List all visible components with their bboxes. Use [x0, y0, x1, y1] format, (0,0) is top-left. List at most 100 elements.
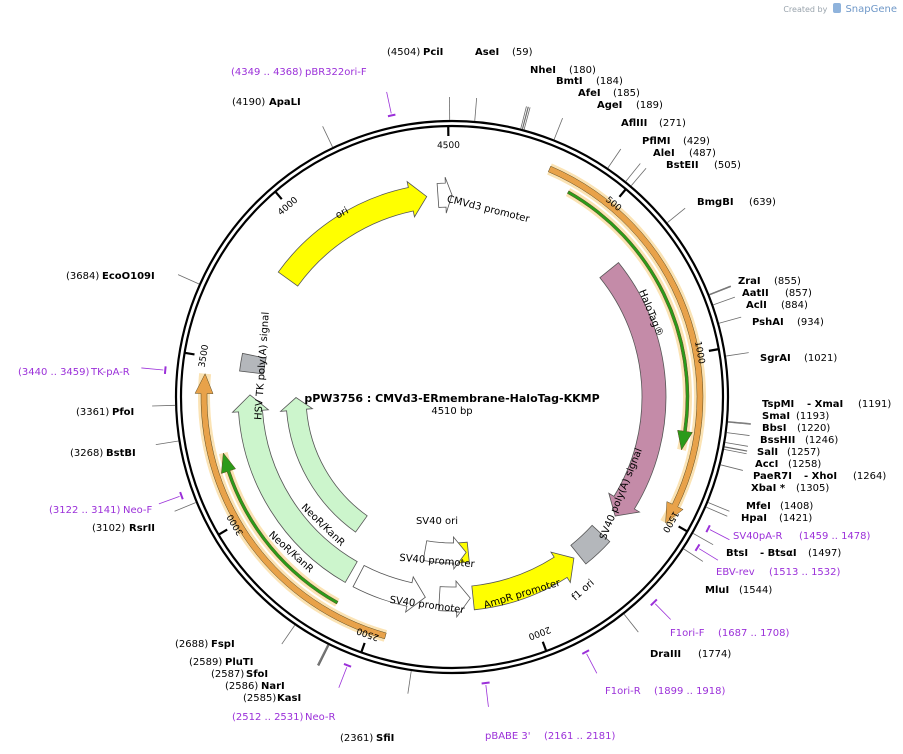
- primer-range-neo-r: (2512 .. 2531): [232, 712, 304, 723]
- enzyme-pos-rsrii: (3102): [92, 523, 125, 534]
- enzyme-name-mlui: MluI: [705, 585, 729, 596]
- enzyme-site-line-sgrai: [725, 352, 749, 357]
- enzyme-name-xmai: - XmaI: [807, 399, 843, 410]
- primer-range-f1ori-r: (1899 .. 1918): [654, 686, 726, 697]
- feature-label-sv40-ori: SV40 ori: [416, 516, 458, 527]
- enzyme-site-line-rsrii: [174, 502, 197, 512]
- feature-label-f1-ori: f1 ori: [570, 578, 597, 604]
- snapgene-name: SnapGene: [845, 4, 897, 15]
- enzyme-name-asei: AseI: [475, 47, 499, 58]
- enzyme-name-pluti: PluTI: [225, 657, 253, 668]
- feature-sv40-promoter-6: [352, 564, 426, 614]
- enzyme-pos-kasi: (2585): [243, 693, 276, 704]
- enzyme-name-draiii: DraIII: [650, 649, 681, 660]
- tick-mark-3500: [184, 351, 195, 356]
- snapgene-logo-icon: [832, 3, 841, 13]
- enzyme-pos-sfoi: (2587): [211, 669, 244, 680]
- enzyme-pos-asei: (59): [512, 47, 533, 58]
- enzyme-site-line-acci: [724, 446, 748, 452]
- enzyme-pos-fspi: (2688): [175, 639, 208, 650]
- feature-label-ori: ori: [334, 206, 351, 222]
- enzyme-name-bsteii: BstEII: [666, 160, 699, 171]
- enzyme-name-bmti: BmtI: [556, 76, 583, 87]
- tick-label-1000: 1000: [692, 340, 706, 365]
- enzyme-name-acci: AccI: [755, 459, 778, 470]
- enzyme-name-kasi: KasI: [277, 693, 301, 704]
- enzyme-site-line-nhei: [520, 106, 527, 129]
- enzyme-site-line-pfoi: [152, 404, 176, 407]
- enzyme-pos-nhei: (180): [569, 65, 596, 76]
- enzyme-site-line-afliii: [553, 117, 563, 140]
- enzyme-name-xbai: XbaI *: [751, 483, 786, 494]
- enzyme-pos-pfoi: (3361): [76, 407, 109, 418]
- enzyme-name-xhoi: - XhoI: [804, 471, 837, 482]
- enzyme-name-zrai: ZraI: [738, 276, 761, 287]
- enzyme-site-line-sfii: [407, 670, 412, 694]
- primer-name-pbr322ori-f: pBR322ori-F: [305, 67, 367, 78]
- enzyme-pos-bstbi: (3268): [70, 448, 103, 459]
- enzyme-name-pshai: PshAI: [752, 317, 784, 328]
- feature-ampr-promoter-5: [438, 579, 471, 619]
- enzyme-site-line-hpai: [706, 506, 728, 517]
- enzyme-pos-xmai: (1191): [858, 399, 891, 410]
- enzyme-name-btsi: BtsI: [726, 548, 748, 559]
- primer-mark-f1ori-r: [581, 649, 590, 655]
- primer-name-tk-pa-r: TK-pA-R: [90, 367, 130, 378]
- enzyme-name-agei: AgeI: [597, 100, 622, 111]
- tick-label-2000: 2000: [527, 624, 552, 641]
- primer-range-tk-pa-r: (3440 .. 3459): [18, 367, 90, 378]
- enzyme-site-line-mfei: [707, 502, 730, 512]
- backbone-inner-circle: [179, 124, 725, 670]
- enzyme-site-line-bstbi: [155, 440, 179, 446]
- primer-layer: [141, 91, 730, 707]
- enzyme-site-line-afei: [522, 106, 529, 130]
- primer-range-pbabe3: (2161 .. 2181): [544, 731, 616, 742]
- enzyme-name-hpai: HpaI: [741, 513, 767, 524]
- enzyme-site-line-xbai: [720, 464, 743, 471]
- primer-leader-f1ori-f: [654, 603, 671, 620]
- backbone-outer-circle: [174, 119, 730, 675]
- enzyme-name-fspi: FspI: [211, 639, 235, 650]
- snapgene-credit: Created by SnapGene: [783, 3, 897, 15]
- feature-layer: [231, 176, 667, 619]
- primer-leader-f1ori-r: [586, 653, 598, 674]
- enzyme-name-sali: SalI: [757, 447, 778, 458]
- enzyme-name-nari: NarI: [261, 681, 285, 692]
- feature-neor-kanr-11: [279, 397, 368, 533]
- primer-range-ebv-rev: (1513 .. 1532): [769, 567, 841, 578]
- tick-label-1500: 1500: [660, 509, 680, 534]
- enzyme-pos-sgrai: (1021): [804, 353, 837, 364]
- feature-ori-0: [277, 180, 428, 287]
- enzyme-pos-acli: (884): [781, 300, 808, 311]
- enzyme-name-paer7i: PaeR7I: [753, 471, 792, 482]
- enzyme-site-line-smai: [727, 421, 751, 425]
- primer-mark-tk-pa-r: [163, 366, 167, 375]
- enzyme-site-line-acli: [713, 296, 736, 306]
- enzyme-name-sgrai: SgrAI: [760, 353, 791, 364]
- tick-mark-500: [618, 188, 627, 198]
- primer-mark-pbabe-3: [481, 681, 490, 685]
- enzyme-name-ecoo109i: EcoO109I: [102, 271, 155, 282]
- enzyme-name-sfii: SfiI: [376, 733, 394, 744]
- feature-label-cmvd3-promoter: CMVd3 promoter: [446, 194, 532, 225]
- primer-name-f1ori-f: F1ori-F: [670, 628, 705, 639]
- enzyme-site-line-pshai: [718, 316, 742, 324]
- feature-sv40-poly-a-signal-3: [570, 524, 611, 565]
- primer-leader-ebv-rev: [698, 548, 719, 561]
- enzyme-pos-hpai: (1421): [779, 513, 812, 524]
- enzyme-site-line-bsshii: [725, 442, 748, 447]
- tick-label-4500: 4500: [437, 141, 460, 151]
- tick-mark-1500: [678, 525, 688, 533]
- primer-name-neo-f: Neo-F: [123, 505, 153, 516]
- enzyme-pos-draiii: (1774): [698, 649, 731, 660]
- primer-range-pbr322ori-f: (4349 .. 4368): [231, 67, 303, 78]
- tick-mark-3000: [218, 528, 228, 536]
- enzyme-name-bbsi: BbsI: [762, 423, 786, 434]
- enzyme-pos-alei: (487): [689, 148, 716, 159]
- enzyme-site-line-apali: [322, 126, 333, 148]
- enzyme-pos-bmgbi: (639): [749, 197, 776, 208]
- plasmid-size: 4510 bp: [431, 406, 472, 417]
- enzyme-pos-mfei: (1408): [780, 501, 813, 512]
- enzyme-name-rsrii: RsrII: [129, 523, 155, 534]
